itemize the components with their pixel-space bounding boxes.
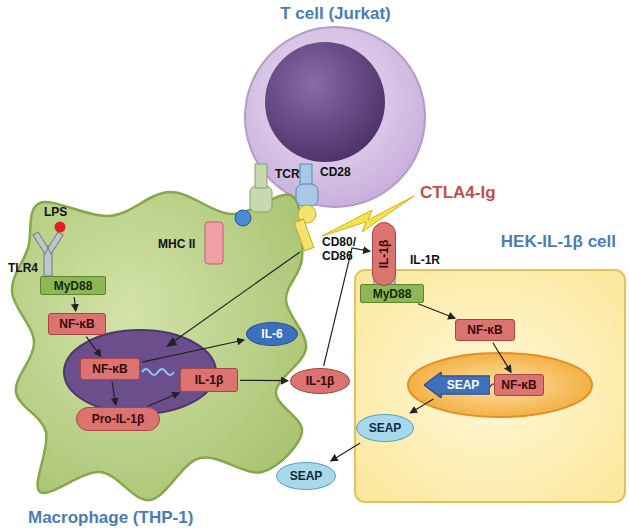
cell-title: T cell (Jurkat) bbox=[280, 4, 391, 24]
signal-arrow bbox=[112, 382, 116, 405]
node-text: IL-1β bbox=[306, 374, 335, 388]
promoter-squiggle bbox=[142, 369, 174, 375]
node-text: MyD88 bbox=[373, 287, 412, 301]
node-text: Pro-IL-1β bbox=[92, 412, 145, 426]
node-text: IL-6 bbox=[261, 327, 282, 341]
signal-arrow bbox=[331, 443, 360, 461]
cd80-cd86-ligand bbox=[294, 205, 316, 251]
node-text: NF-κB bbox=[467, 323, 502, 337]
t-cell-nucleus bbox=[265, 42, 385, 162]
il1b-box: IL-1β bbox=[180, 368, 238, 392]
cell-title: Macrophage (THP-1) bbox=[28, 508, 193, 528]
signal-arrow bbox=[324, 248, 370, 366]
lps-dot bbox=[55, 222, 66, 233]
node-text: NF-κB bbox=[501, 378, 536, 392]
node-text: NF-κB bbox=[92, 362, 127, 376]
molecule-label: LPS bbox=[44, 206, 67, 220]
nfkb-nuclear-box: NF-κB bbox=[494, 374, 544, 396]
molecule-label: TCR bbox=[275, 168, 300, 182]
node-text: SEAP bbox=[447, 378, 480, 392]
seap-oval: SEAP bbox=[356, 414, 414, 442]
il1b-oval: IL-1β bbox=[290, 368, 350, 394]
nfkb-nuclear-box: NF-κB bbox=[80, 358, 140, 380]
molecule-label: IL-1R bbox=[410, 254, 440, 268]
arrow-head bbox=[166, 337, 177, 347]
macrophage-membrane bbox=[12, 192, 306, 500]
hek-nucleus bbox=[408, 353, 592, 417]
signal-arrow bbox=[410, 399, 433, 413]
myd88-box: MyD88 bbox=[360, 284, 424, 303]
drug-label: CTLA4-Ig bbox=[420, 183, 496, 203]
myd88-box: MyD88 bbox=[40, 276, 106, 295]
molecule-label: MHC II bbox=[158, 238, 195, 252]
pro-il1b-box: Pro-IL-1β bbox=[76, 407, 160, 431]
molecule-label: CD28 bbox=[320, 166, 351, 180]
nfkb-box: NF-κB bbox=[48, 313, 106, 335]
costim-signal-line bbox=[170, 252, 300, 344]
seap-gene-arrow: SEAP bbox=[424, 372, 490, 398]
molecule-label: TLR4 bbox=[8, 262, 38, 276]
t-cell: T cell (Jurkat) bbox=[238, 4, 433, 212]
cell-title: HEK-IL-1β cell bbox=[501, 232, 616, 252]
signal-arrow bbox=[148, 393, 179, 406]
signal-arrow bbox=[493, 343, 511, 373]
node-text: SEAP bbox=[369, 421, 402, 435]
node-text: SEAP bbox=[290, 469, 323, 483]
signal-arrow bbox=[418, 304, 455, 319]
node-text: IL-1β bbox=[195, 373, 224, 387]
il1b-bound-pill: IL-1β bbox=[372, 222, 396, 286]
il6-oval: IL-6 bbox=[246, 322, 298, 346]
signal-arrow bbox=[86, 337, 101, 357]
seap-oval: SEAP bbox=[276, 462, 336, 490]
node-text: MyD88 bbox=[54, 279, 93, 293]
node-text: IL-1β bbox=[377, 240, 391, 269]
block-lightning bbox=[322, 196, 414, 236]
signal-arrow bbox=[240, 380, 288, 382]
mhc-ii-molecule bbox=[205, 222, 223, 264]
hek-cell-membrane bbox=[355, 270, 625, 502]
molecule-label: CD80/ CD86 bbox=[322, 236, 368, 264]
tcr-receptor bbox=[235, 164, 272, 226]
signal-arrow bbox=[74, 297, 76, 311]
signal-arrow bbox=[142, 340, 244, 362]
t-cell-membrane bbox=[245, 27, 425, 207]
node-text: NF-κB bbox=[59, 317, 94, 331]
nfkb-box: NF-κB bbox=[455, 319, 515, 341]
